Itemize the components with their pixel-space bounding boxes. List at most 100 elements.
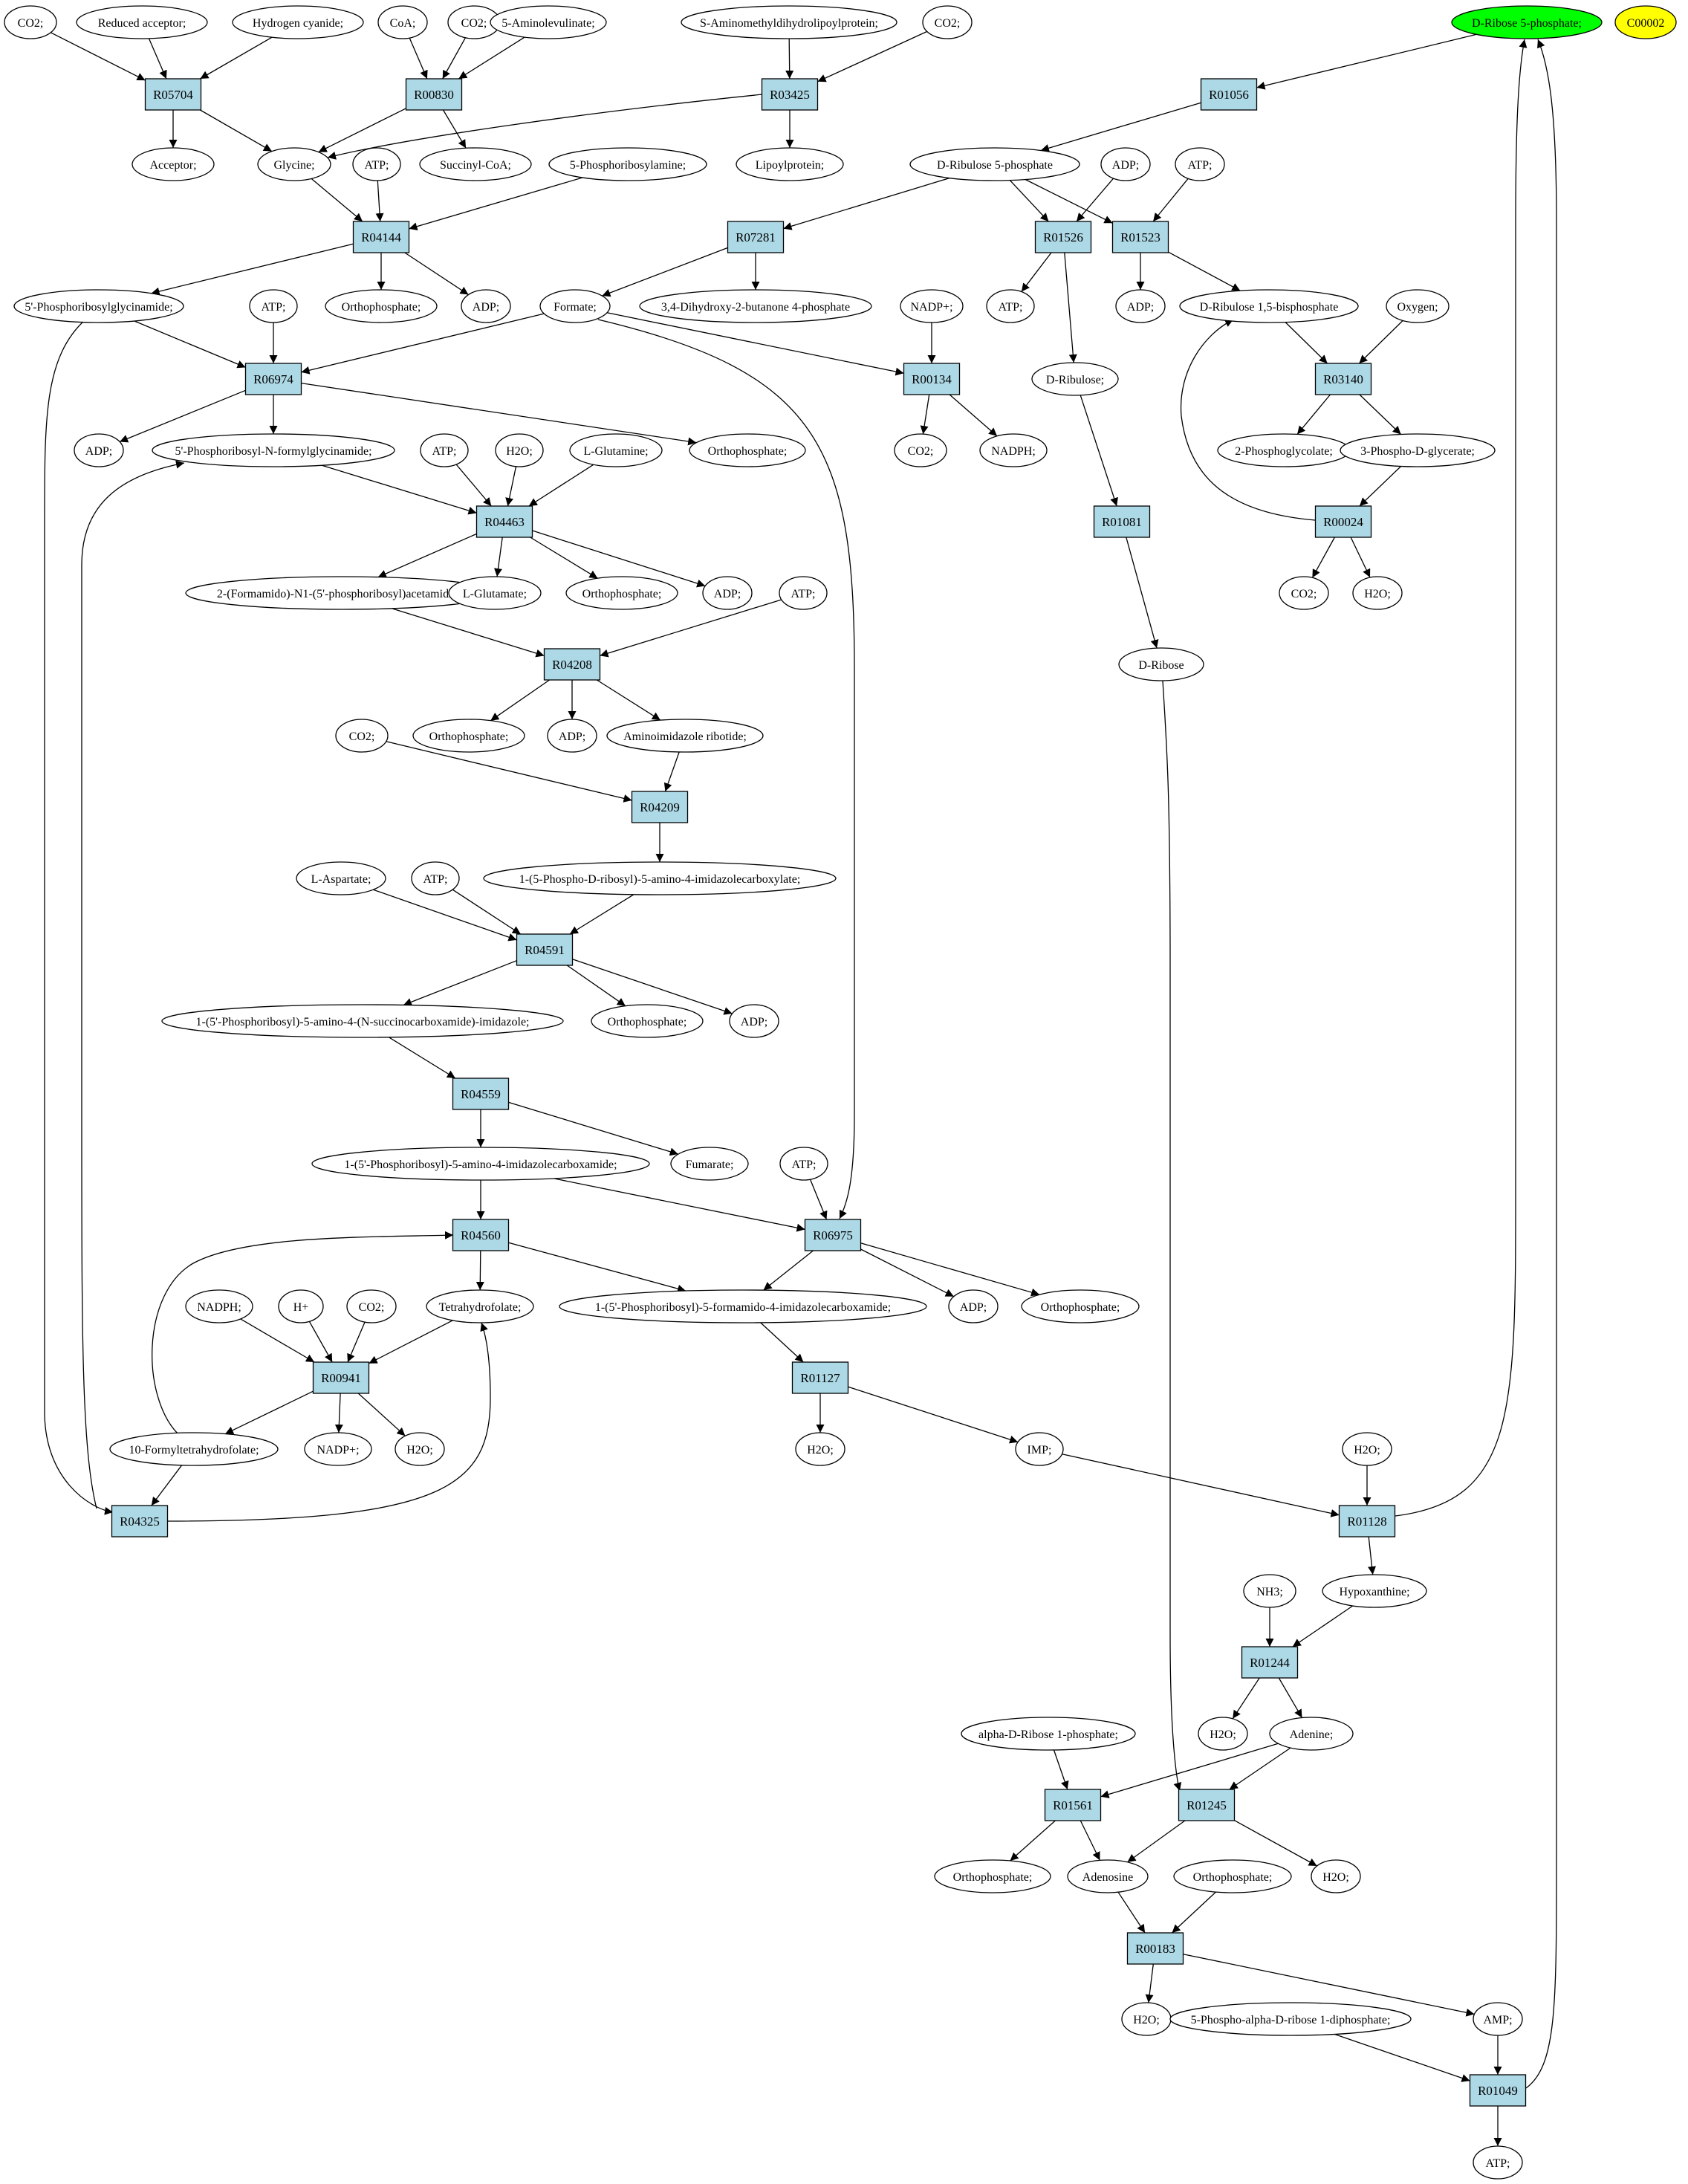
- compound-node-c7[interactable]: S-Aminomethyldihydrolipoylprotein;: [681, 5, 897, 39]
- compound-node-c14[interactable]: Succinyl-CoA;: [419, 147, 532, 181]
- reaction-node-r15[interactable]: R04208: [543, 648, 601, 681]
- compound-node-c65[interactable]: CO2;: [346, 1289, 397, 1323]
- reaction-node-r13[interactable]: R01081: [1093, 505, 1151, 538]
- reaction-node-r21[interactable]: R00941: [312, 1361, 370, 1394]
- compound-node-c36[interactable]: L-Glutamine;: [569, 433, 663, 467]
- compound-node-c10[interactable]: C00002: [1614, 5, 1677, 39]
- compound-node-c85[interactable]: H2O;: [1121, 2002, 1172, 2036]
- reaction-node-r19[interactable]: R04560: [452, 1219, 510, 1251]
- compound-node-c32[interactable]: ADP;: [74, 433, 124, 467]
- compound-node-c22[interactable]: Orthophosphate;: [325, 289, 438, 323]
- compound-node-c46[interactable]: ATP;: [779, 576, 828, 610]
- reaction-node-r22[interactable]: R01127: [791, 1361, 849, 1394]
- compound-node-c63[interactable]: NADPH;: [185, 1289, 253, 1323]
- compound-node-c29[interactable]: D-Ribulose 1,5-bisphosphate: [1179, 289, 1359, 323]
- compound-node-c5[interactable]: CO2;: [447, 5, 501, 39]
- compound-node-c86[interactable]: 5-Phospho-alpha-D-ribose 1-diphosphate;: [1169, 2002, 1412, 2036]
- reaction-node-r24[interactable]: R01128: [1338, 1505, 1396, 1537]
- compound-node-c3[interactable]: Hydrogen cyanide;: [232, 5, 364, 39]
- reaction-node-r12[interactable]: R04463: [475, 505, 533, 538]
- compound-node-c21[interactable]: ATP;: [249, 289, 298, 323]
- compound-node-c87[interactable]: AMP;: [1473, 2002, 1523, 2036]
- reaction-node-r9[interactable]: R06974: [244, 363, 302, 395]
- compound-node-c37[interactable]: Orthophosphate;: [689, 433, 806, 467]
- reaction-node-r8[interactable]: R01523: [1111, 221, 1169, 253]
- compound-node-c13[interactable]: ATP;: [352, 147, 401, 181]
- compound-node-c88[interactable]: ATP;: [1473, 2145, 1523, 2180]
- compound-node-c30[interactable]: Oxygen;: [1386, 289, 1450, 323]
- compound-node-c19[interactable]: ATP;: [1175, 147, 1225, 181]
- compound-node-c27[interactable]: ATP;: [986, 289, 1035, 323]
- compound-node-c25[interactable]: 3,4-Dihydroxy-2-butanone 4-phosphate: [639, 289, 872, 323]
- compound-node-c84[interactable]: H2O;: [1311, 1859, 1361, 1893]
- compound-node-c47[interactable]: CO2;: [1279, 576, 1329, 610]
- compound-node-c62[interactable]: ATP;: [779, 1147, 828, 1181]
- compound-node-c64[interactable]: H+: [278, 1289, 324, 1323]
- compound-node-c9[interactable]: D-Ribose 5-phosphate;: [1451, 5, 1603, 39]
- compound-node-c38[interactable]: CO2;: [894, 433, 947, 467]
- compound-node-c66[interactable]: Tetrahydrofolate;: [426, 1289, 534, 1323]
- compound-node-c2[interactable]: Reduced acceptor;: [76, 5, 208, 39]
- compound-node-c72[interactable]: H2O;: [395, 1432, 445, 1466]
- compound-node-c83[interactable]: Orthophosphate;: [1173, 1859, 1292, 1893]
- compound-node-c35[interactable]: H2O;: [495, 433, 544, 467]
- compound-node-c33[interactable]: 5'-Phosphoribosyl-N-formylglycinamide;: [152, 433, 395, 467]
- compound-node-c31[interactable]: D-Ribulose;: [1031, 362, 1119, 396]
- compound-node-c11[interactable]: Acceptor;: [132, 147, 215, 181]
- compound-node-c71[interactable]: NADP+;: [304, 1432, 372, 1466]
- reaction-node-r27[interactable]: R01245: [1178, 1789, 1236, 1821]
- compound-node-c75[interactable]: H2O;: [1342, 1432, 1392, 1466]
- compound-node-c53[interactable]: Aminoimidazole ribotide;: [606, 719, 764, 753]
- compound-node-c26[interactable]: NADP+;: [900, 289, 964, 323]
- compound-node-c77[interactable]: Hypoxanthine;: [1322, 1574, 1427, 1608]
- compound-node-c49[interactable]: D-Ribose: [1118, 647, 1204, 681]
- compound-node-c60[interactable]: 1-(5'-Phosphoribosyl)-5-amino-4-imidazol…: [311, 1147, 650, 1181]
- compound-node-c67[interactable]: 1-(5'-Phosphoribosyl)-5-formamido-4-imid…: [559, 1289, 927, 1323]
- compound-node-c17[interactable]: D-Ribulose 5-phosphate: [909, 147, 1080, 181]
- compound-node-c57[interactable]: 1-(5'-Phosphoribosyl)-5-amino-4-(N-succi…: [161, 1004, 564, 1038]
- reaction-node-r18[interactable]: R04559: [452, 1078, 510, 1110]
- compound-node-c74[interactable]: IMP;: [1015, 1432, 1064, 1466]
- reaction-node-r25[interactable]: R01244: [1241, 1646, 1299, 1679]
- reaction-node-r2[interactable]: R00830: [405, 78, 463, 111]
- compound-node-c61[interactable]: Fumarate;: [670, 1147, 749, 1181]
- compound-node-c52[interactable]: ADP;: [547, 719, 597, 753]
- compound-node-c73[interactable]: H2O;: [795, 1432, 845, 1466]
- compound-node-c39[interactable]: NADPH;: [979, 433, 1048, 467]
- compound-node-c54[interactable]: L-Aspartate;: [296, 861, 386, 895]
- reaction-node-r16[interactable]: R04209: [631, 791, 689, 823]
- compound-node-c45[interactable]: ADP;: [702, 576, 753, 610]
- compound-node-c59[interactable]: ADP;: [729, 1004, 779, 1038]
- compound-node-c43[interactable]: L-Glutamate;: [448, 576, 542, 610]
- reaction-node-r3[interactable]: R03425: [761, 78, 819, 111]
- compound-node-c16[interactable]: Lipoylprotein;: [736, 147, 844, 181]
- reaction-node-r17[interactable]: R04591: [516, 933, 574, 966]
- reaction-node-r5[interactable]: R04144: [352, 221, 410, 253]
- compound-node-c81[interactable]: Orthophosphate;: [934, 1859, 1051, 1893]
- compound-node-c28[interactable]: ADP;: [1115, 289, 1166, 323]
- compound-node-c12[interactable]: Glycine;: [257, 147, 331, 181]
- reaction-node-r7[interactable]: R01526: [1034, 221, 1092, 253]
- reaction-node-r14[interactable]: R00024: [1314, 505, 1372, 538]
- reaction-node-r1[interactable]: R05704: [144, 78, 202, 111]
- compound-node-c44[interactable]: Orthophosphate;: [565, 576, 678, 610]
- reaction-node-r20[interactable]: R06975: [804, 1219, 862, 1251]
- compound-node-c69[interactable]: Orthophosphate;: [1021, 1289, 1140, 1323]
- compound-node-c82[interactable]: Adenosine: [1067, 1859, 1149, 1893]
- compound-node-c4[interactable]: CoA;: [377, 5, 428, 39]
- compound-node-c40[interactable]: 2-Phosphoglycolate;: [1217, 433, 1351, 467]
- compound-node-c79[interactable]: H2O;: [1198, 1717, 1248, 1751]
- compound-node-c15[interactable]: 5-Phosphoribosylamine;: [548, 147, 707, 181]
- compound-node-c1[interactable]: CO2;: [4, 5, 57, 39]
- reaction-node-r26[interactable]: R01561: [1044, 1789, 1102, 1821]
- compound-node-c24[interactable]: Formate;: [539, 289, 611, 323]
- compound-node-c56[interactable]: 1-(5-Phospho-D-ribosyl)-5-amino-4-imidaz…: [483, 861, 837, 895]
- compound-node-c51[interactable]: Orthophosphate;: [412, 719, 525, 753]
- compound-node-c76[interactable]: NH3;: [1243, 1574, 1296, 1608]
- compound-node-c23[interactable]: ADP;: [461, 289, 511, 323]
- compound-node-c6[interactable]: 5-Aminolevulinate;: [490, 5, 607, 39]
- compound-node-c42[interactable]: 2-(Formamido)-N1-(5'-phosphoribosyl)acet…: [185, 576, 499, 610]
- compound-node-c41[interactable]: 3-Phospho-D-glycerate;: [1340, 433, 1496, 467]
- compound-node-c70[interactable]: 10-Formyltetrahydrofolate;: [109, 1432, 279, 1466]
- compound-node-c48[interactable]: H2O;: [1352, 576, 1403, 610]
